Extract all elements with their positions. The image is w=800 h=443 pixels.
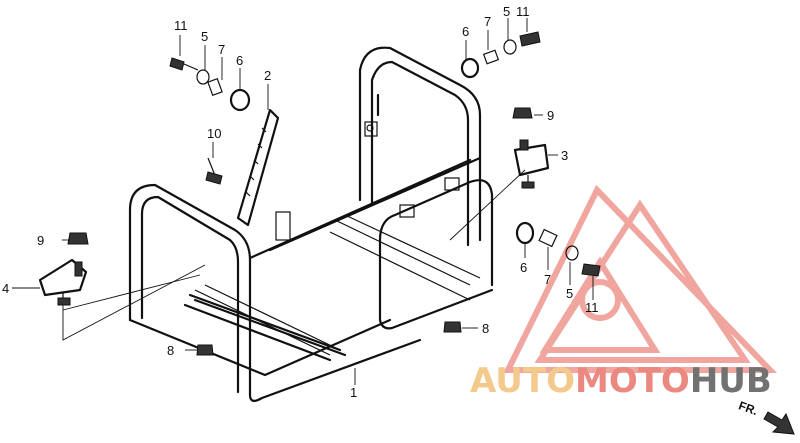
callout-labels: 11 5 7 6 2 10 6 7 5 11 9 3 9 4 6 7 5 11 … [2, 4, 599, 400]
fasteners-left [38, 232, 89, 306]
fasteners-upper-left [169, 57, 251, 185]
callout-9-right: 9 [547, 108, 554, 123]
front-label: FR. [737, 398, 760, 418]
callout-8-right: 8 [482, 321, 489, 336]
callout-9-left: 9 [37, 233, 44, 248]
front-direction-indicator: FR. [737, 398, 795, 435]
callout-11-lower-right: 11 [585, 300, 599, 315]
callout-6-upper-right: 6 [462, 24, 469, 39]
callout-5-upper-left: 5 [201, 29, 208, 44]
callout-7-upper-right: 7 [484, 14, 491, 29]
callout-7-upper-left: 7 [218, 42, 225, 57]
callout-11-upper-left: 11 [174, 18, 188, 33]
watermark-hub: HUB [690, 361, 772, 401]
callout-2: 2 [264, 68, 271, 83]
watermark-logo: AUTOMOTOHUB [470, 184, 778, 401]
watermark-triangle-icon [503, 184, 778, 373]
callout-4: 4 [2, 281, 9, 296]
callout-6-lower-right: 6 [520, 260, 527, 275]
callout-6-upper-left: 6 [236, 53, 243, 68]
frame [128, 46, 494, 402]
svg-text:AUTOMOTOHUB: AUTOMOTOHUB [470, 361, 772, 401]
callout-7-lower-right: 7 [544, 272, 551, 287]
arrow-down-right-icon [763, 411, 795, 435]
callout-1: 1 [350, 385, 357, 400]
leader-lines [12, 18, 594, 385]
callout-10: 10 [207, 126, 221, 141]
callout-11-upper-right: 11 [516, 4, 530, 19]
callout-5-upper-right: 5 [503, 4, 510, 19]
fasteners-lower-right [515, 221, 601, 277]
strap-bracket [236, 108, 280, 227]
fasteners-upper-right [460, 31, 541, 119]
callout-3: 3 [561, 148, 568, 163]
nuts-bottom [196, 321, 462, 356]
watermark-auto: AUTO [470, 361, 575, 401]
engine-mount-right [513, 139, 550, 189]
watermark-moto: MOTO [575, 361, 690, 401]
callout-5-lower-right: 5 [566, 286, 573, 301]
callout-8-left: 8 [167, 343, 174, 358]
